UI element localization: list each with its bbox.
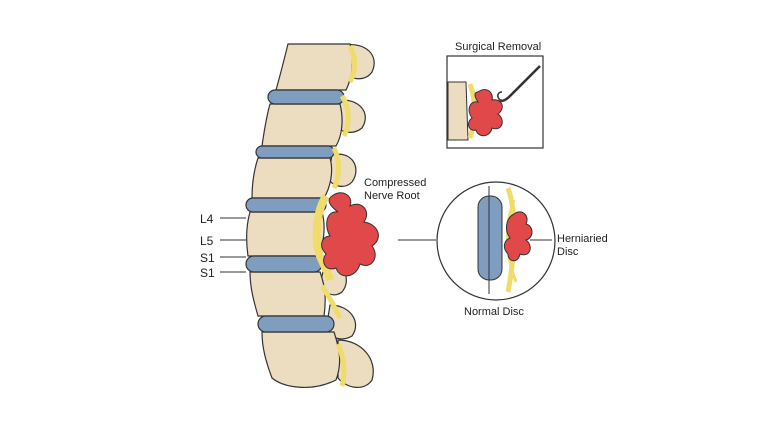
vertebra-6 (262, 332, 340, 387)
inset-vertebra (448, 82, 468, 140)
surgical-inset (447, 56, 543, 148)
label-s1-a: S1 (200, 251, 215, 265)
label-compressed-line1: Compressed (364, 177, 426, 189)
disc-5 (258, 316, 334, 332)
vertebra-3 (252, 158, 332, 198)
label-herniated-line2: Disc (557, 246, 579, 258)
herniation-main (322, 193, 379, 276)
disc-1 (268, 90, 344, 104)
vertebra-1 (276, 44, 353, 90)
zoom-normal-disc-shape (478, 196, 502, 280)
disc-3 (246, 198, 326, 212)
label-compressed-line2: Nerve Root (364, 190, 420, 202)
level-ticks (220, 218, 246, 272)
label-s1-b: S1 (200, 266, 215, 280)
label-l4: L4 (200, 212, 214, 226)
zoom-circle (437, 182, 555, 300)
vertebra-5 (250, 272, 325, 316)
disc-2 (256, 146, 334, 158)
vertebra-2 (262, 104, 342, 146)
disc-4 (246, 256, 322, 272)
label-l5: L5 (200, 234, 214, 248)
vertebra-4 (247, 212, 324, 256)
label-herniated-line1: Herniaried (557, 233, 608, 245)
label-surgical-removal: Surgical Removal (455, 41, 541, 53)
label-normal-disc: Normal Disc (464, 306, 524, 318)
